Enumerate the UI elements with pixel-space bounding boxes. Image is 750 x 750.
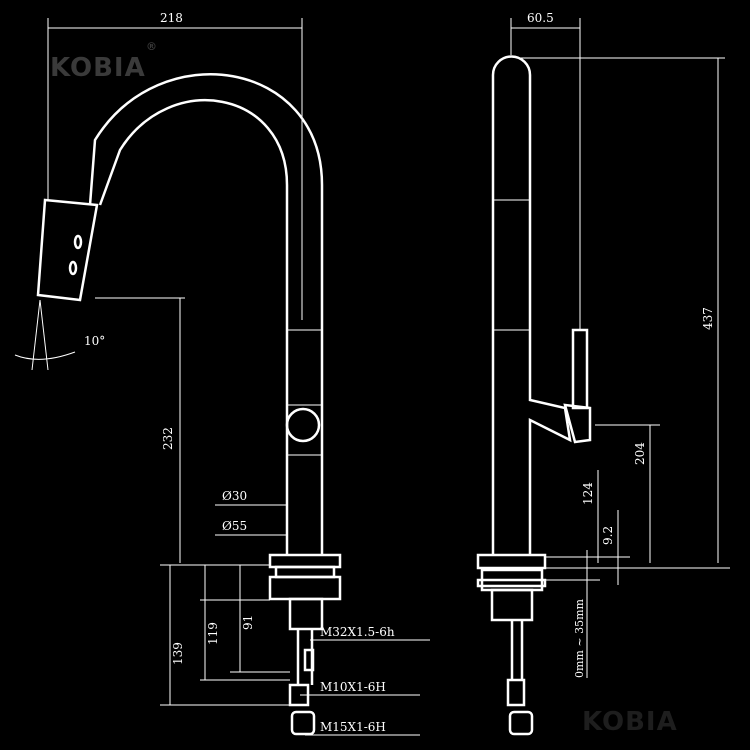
side-view-dimensions: 218 10° 232 Ø30 Ø55 139 119 91 M32X1.5-6… bbox=[14, 11, 430, 736]
dim-width: 60.5 bbox=[527, 11, 554, 25]
thread-label-2: M10X1-6H bbox=[320, 680, 386, 694]
dim-deck-thickness: 0mm ~ 35mm bbox=[573, 599, 586, 678]
dim-below-shank: 91 bbox=[241, 615, 255, 630]
dim-below-mid: 119 bbox=[206, 622, 220, 645]
spray-head bbox=[36, 198, 99, 302]
dim-body-height: 124 bbox=[581, 482, 595, 505]
dim-spout-height: 232 bbox=[161, 427, 175, 450]
dim-below-total: 139 bbox=[171, 642, 185, 665]
registered-mark: ® bbox=[146, 40, 158, 53]
thread-label-3: M15X1-6H bbox=[320, 720, 386, 734]
brand-logo-watermark: KOBIA bbox=[582, 707, 678, 737]
dim-total-height: 437 bbox=[701, 307, 715, 330]
front-lever bbox=[571, 328, 589, 410]
front-handle-block bbox=[563, 403, 592, 444]
dim-base-height: 9.2 bbox=[601, 526, 615, 545]
dim-spray-angle: 10° bbox=[84, 334, 105, 348]
gooseneck-inner bbox=[98, 99, 289, 555]
dim-reach: 218 bbox=[160, 11, 183, 25]
gooseneck-outer bbox=[88, 73, 324, 555]
dim-handle-height: 204 bbox=[633, 442, 647, 465]
thread-label-1: M32X1.5-6h bbox=[320, 625, 395, 639]
spray-button-2 bbox=[68, 260, 78, 276]
side-view-faucet bbox=[36, 73, 342, 736]
front-view-dimensions: 60.5 437 204 124 9.2 0mm ~ 35mm bbox=[510, 11, 730, 678]
handle-knob bbox=[285, 407, 321, 443]
spray-button-1 bbox=[73, 234, 83, 250]
dim-base-diameter: Ø55 bbox=[222, 519, 247, 533]
dim-inner-diameter: Ø30 bbox=[222, 489, 247, 503]
front-view-faucet bbox=[476, 55, 592, 736]
front-body bbox=[491, 55, 572, 555]
brand-logo: KOBIA bbox=[50, 53, 146, 83]
